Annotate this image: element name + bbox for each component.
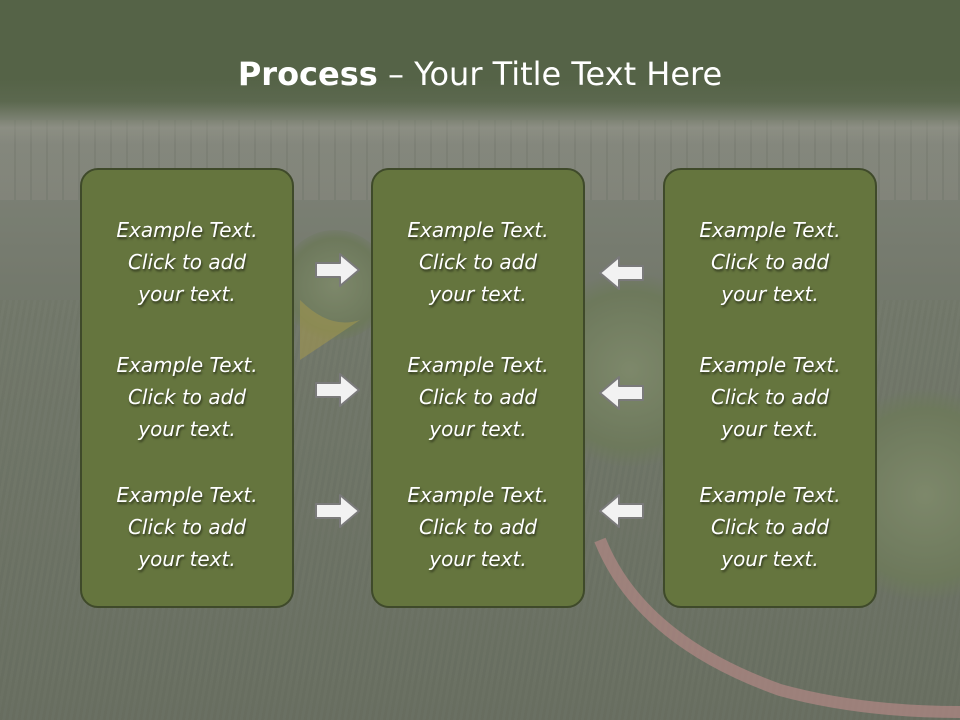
text-line: Example Text. xyxy=(407,353,549,377)
text-placeholder[interactable]: Example Text. Click to add your text. xyxy=(665,479,875,575)
text-line: Example Text. xyxy=(407,218,549,242)
left-arrow-icon xyxy=(599,494,644,528)
text-placeholder[interactable]: Example Text. Click to add your text. xyxy=(373,214,583,310)
text-line: Click to add xyxy=(127,385,247,409)
text-line: your text. xyxy=(721,417,819,441)
slide-title[interactable]: Process – Your Title Text Here xyxy=(0,52,960,96)
text-line: Click to add xyxy=(418,515,538,539)
title-bar: Process – Your Title Text Here xyxy=(0,0,960,145)
text-placeholder[interactable]: Example Text. Click to add your text. xyxy=(665,214,875,310)
slide-title-separator: – xyxy=(377,55,415,93)
text-line: Click to add xyxy=(418,250,538,274)
slide-title-text: Your Title Text Here xyxy=(414,55,723,93)
text-line: Example Text. xyxy=(699,483,841,507)
text-line: Click to add xyxy=(127,515,247,539)
right-arrow-icon xyxy=(315,373,360,407)
right-arrow-icon xyxy=(315,253,360,287)
text-line: Click to add xyxy=(710,250,830,274)
left-arrow-icon xyxy=(599,376,644,410)
text-line: your text. xyxy=(429,547,527,571)
text-placeholder[interactable]: Example Text. Click to add your text. xyxy=(82,214,292,310)
text-line: Example Text. xyxy=(699,218,841,242)
text-line: Click to add xyxy=(418,385,538,409)
text-placeholder[interactable]: Example Text. Click to add your text. xyxy=(373,479,583,575)
process-panel-left: Example Text. Click to add your text. Ex… xyxy=(80,168,294,608)
text-line: Click to add xyxy=(710,385,830,409)
right-arrow-icon xyxy=(315,494,360,528)
process-panel-center: Example Text. Click to add your text. Ex… xyxy=(371,168,585,608)
text-line: your text. xyxy=(138,282,236,306)
text-placeholder[interactable]: Example Text. Click to add your text. xyxy=(665,349,875,445)
text-line: Example Text. xyxy=(116,353,258,377)
text-placeholder[interactable]: Example Text. Click to add your text. xyxy=(373,349,583,445)
slide-title-bold: Process xyxy=(237,55,378,93)
text-line: your text. xyxy=(721,547,819,571)
text-line: your text. xyxy=(429,417,527,441)
left-arrow-icon xyxy=(599,256,644,290)
text-line: Example Text. xyxy=(116,218,258,242)
text-placeholder[interactable]: Example Text. Click to add your text. xyxy=(82,349,292,445)
text-line: Click to add xyxy=(127,250,247,274)
text-line: your text. xyxy=(429,282,527,306)
text-line: Example Text. xyxy=(407,483,549,507)
text-placeholder[interactable]: Example Text. Click to add your text. xyxy=(82,479,292,575)
text-line: your text. xyxy=(138,417,236,441)
process-panel-right: Example Text. Click to add your text. Ex… xyxy=(663,168,877,608)
text-line: your text. xyxy=(138,547,236,571)
text-line: Click to add xyxy=(710,515,830,539)
text-line: Example Text. xyxy=(116,483,258,507)
text-line: Example Text. xyxy=(699,353,841,377)
text-line: your text. xyxy=(721,282,819,306)
